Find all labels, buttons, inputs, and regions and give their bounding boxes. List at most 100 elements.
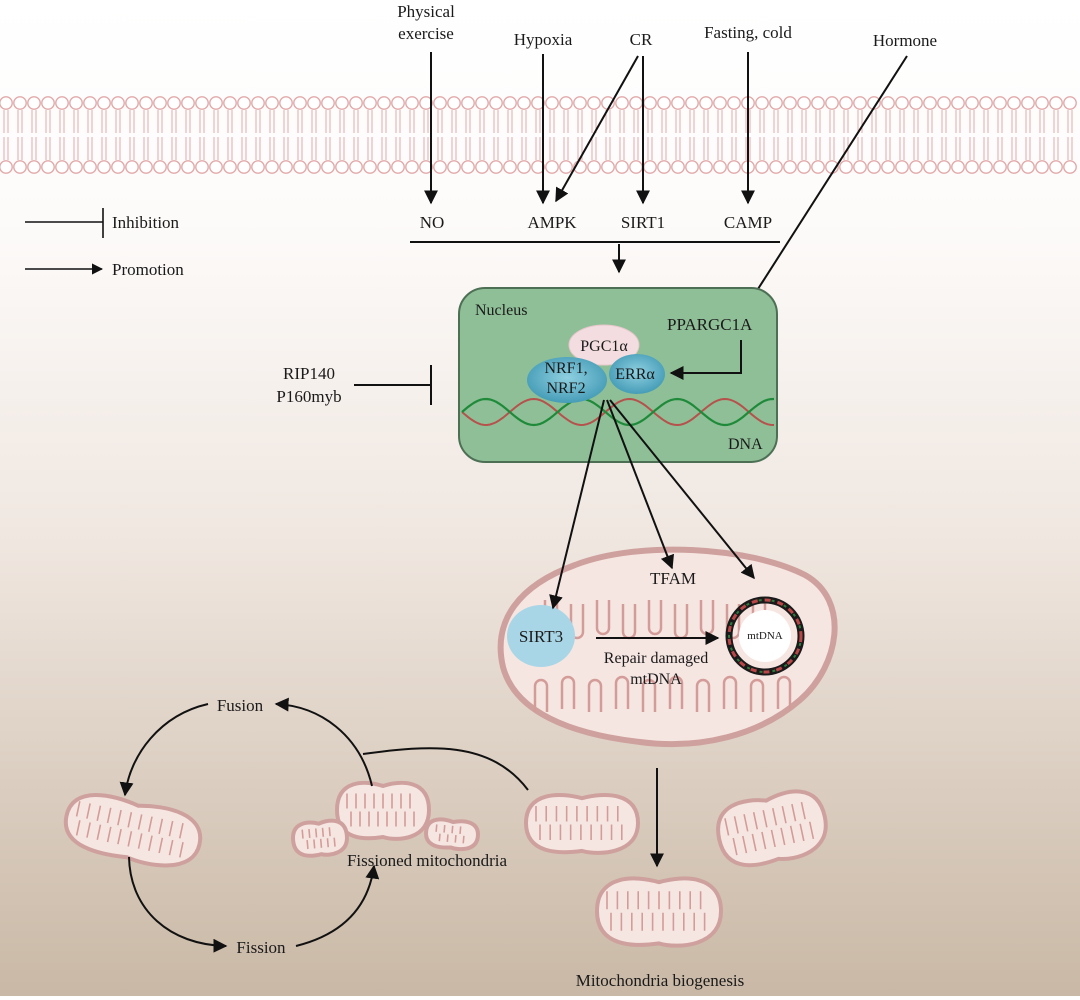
lipid-tail-inner (619, 137, 625, 160)
lipid-tail-inner (45, 137, 51, 160)
lipid-tail-outer (1011, 110, 1017, 133)
small-mito-cristae (301, 827, 336, 850)
lipid-head-inner (139, 160, 153, 174)
small-mitochondrion (424, 817, 480, 852)
lipid-head-outer (1007, 96, 1021, 110)
lipid-tail-inner (507, 137, 513, 160)
mtdna-center (739, 610, 791, 662)
lipid-head-inner (727, 160, 741, 174)
lipid-tail-outer (465, 110, 471, 133)
lipid-tail-inner (325, 137, 331, 160)
small-mito-cristae (435, 824, 465, 844)
arrow-hormone-to-ppargc1a (741, 55, 908, 316)
lipid-tail-inner (199, 137, 205, 160)
lipid-tail-outer (773, 110, 779, 133)
lipid-head-inner (601, 160, 615, 174)
lipid-head-inner (195, 160, 209, 174)
lipid-tail-inner (157, 137, 163, 160)
lipid-tail-inner (353, 137, 359, 160)
lipid-head-outer (363, 96, 377, 110)
label-hormone: Hormone (873, 31, 937, 50)
lipid-tail-outer (549, 110, 555, 133)
lipid-tail-inner (969, 137, 975, 160)
legend-inhibition-label: Inhibition (112, 213, 180, 232)
lipid-head-outer (321, 96, 335, 110)
lipid-tail-outer (59, 110, 65, 133)
lipid-head-outer (237, 96, 251, 110)
lipid-head-inner (363, 160, 377, 174)
lipid-head-inner (979, 160, 993, 174)
lipid-tail-inner (563, 137, 569, 160)
label-mtdna: mtDNA (747, 630, 783, 642)
label-ampk: AMPK (527, 213, 577, 232)
mediator-labels: NO AMPK SIRT1 CAMP (420, 213, 772, 232)
lipid-tail-outer (703, 110, 709, 133)
lipid-head-outer (41, 96, 55, 110)
arrow-ppargc1a-to-erra (669, 340, 742, 380)
lipid-tail-inner (605, 137, 611, 160)
lipid-tail-outer (759, 110, 765, 133)
small-mito-membrane (424, 817, 480, 852)
nucleus-title: Nucleus (475, 302, 527, 319)
lipid-tail-outer (787, 110, 793, 133)
lipid-tail-outer (619, 110, 625, 133)
lipid-tail-inner (927, 137, 933, 160)
lipid-head-inner (993, 160, 1007, 174)
lipid-head-outer (0, 96, 13, 110)
label-repair-1: Repair damaged (604, 650, 708, 667)
lipid-tail-inner (143, 137, 149, 160)
lipid-head-inner (209, 160, 223, 174)
lipid-head-outer (811, 96, 825, 110)
lipid-tail-outer (493, 110, 499, 133)
lipid-tail-inner (297, 137, 303, 160)
lipid-tail-inner (955, 137, 961, 160)
mitochondrion-main: SIRT3 TFAM Repair damaged mtDNA mtDNA (497, 546, 838, 748)
lipid-tail-outer (31, 110, 37, 133)
lipid-tail-inner (241, 137, 247, 160)
lipid-head-outer (517, 96, 531, 110)
arrow-cr-to-ampk (555, 55, 639, 203)
lipid-head-inner (545, 160, 559, 174)
lipid-head-inner (615, 160, 629, 174)
lipid-tail-outer (507, 110, 513, 133)
lipid-head-inner (909, 160, 923, 174)
label-fasting-cold: Fasting, cold (704, 23, 792, 42)
small-mito-membrane (523, 792, 641, 855)
small-mito-membrane (291, 818, 349, 858)
lipid-tail-outer (675, 110, 681, 133)
lipid-tail-inner (731, 137, 737, 160)
lipid-tail-inner (703, 137, 709, 160)
lipid-head-outer (223, 96, 237, 110)
lipid-head-inner (489, 160, 503, 174)
lipid-tail-inner (269, 137, 275, 160)
lipid-tail-inner (675, 137, 681, 160)
lipid-tail-inner (815, 137, 821, 160)
lipid-head-outer (797, 96, 811, 110)
arrow-mito-to-fission (128, 856, 228, 953)
lipid-head-outer (979, 96, 993, 110)
lipid-tail-inner (409, 137, 415, 160)
lipid-head-inner (405, 160, 419, 174)
small-mitochondrion (63, 793, 203, 868)
lipid-tail-outer (857, 110, 863, 133)
lipid-tail-outer (325, 110, 331, 133)
lipid-head-inner (279, 160, 293, 174)
lipid-head-outer (937, 96, 951, 110)
lipid-tail-outer (185, 110, 191, 133)
lipid-tail-inner (171, 137, 177, 160)
lipid-head-inner (1021, 160, 1035, 174)
lipid-head-outer (447, 96, 461, 110)
lipid-head-outer (209, 96, 223, 110)
lipid-tail-outer (745, 110, 751, 133)
lipid-tail-inner (17, 137, 23, 160)
lipid-head-inner (251, 160, 265, 174)
mtdna-ring (725, 596, 805, 676)
label-physical-exercise-2: exercise (398, 24, 454, 43)
lipid-tail-inner (129, 137, 135, 160)
lipid-head-outer (433, 96, 447, 110)
lipid-tail-inner (1025, 137, 1031, 160)
lipid-head-inner (713, 160, 727, 174)
lipid-head-inner (1035, 160, 1049, 174)
lipid-head-inner (377, 160, 391, 174)
